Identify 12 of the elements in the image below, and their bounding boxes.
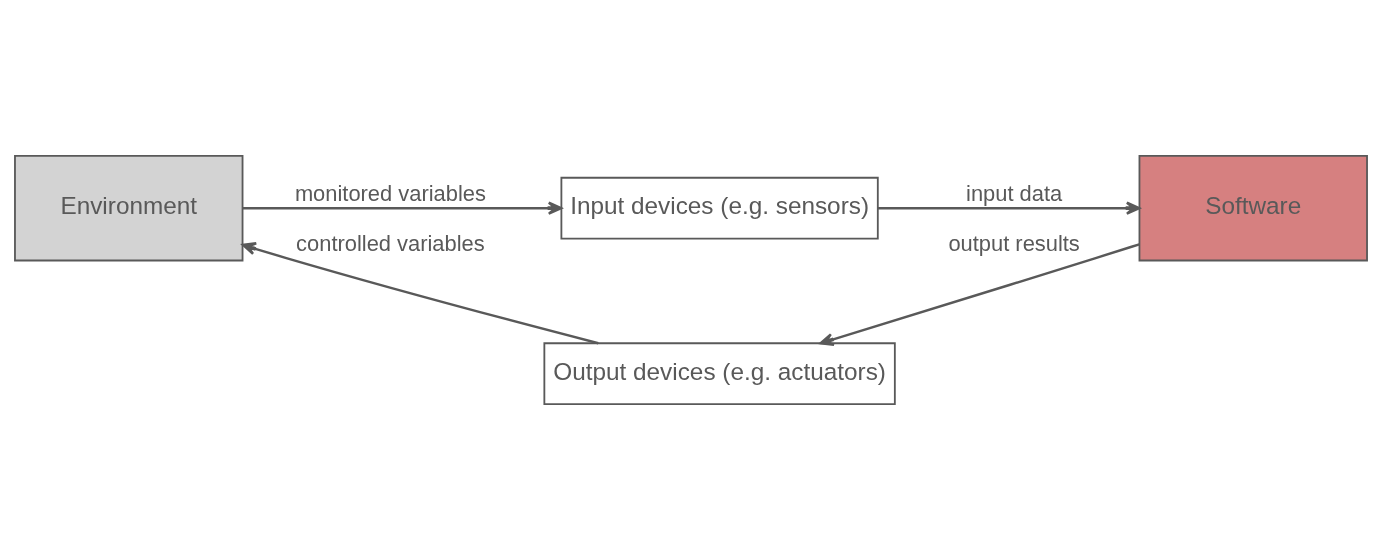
- edge-label: output results: [948, 230, 1080, 256]
- edge-label: monitored variables: [294, 180, 486, 206]
- node-box: Output devices (e.g. actuators): [543, 341, 896, 405]
- edge-label: input data: [966, 180, 1063, 206]
- arrow: [878, 201, 1141, 215]
- node-box: Software: [1138, 154, 1368, 261]
- arrow: [241, 241, 599, 344]
- edge-label: controlled variables: [296, 230, 485, 256]
- arrow: [819, 242, 1140, 346]
- arrow: [242, 201, 563, 215]
- node-box: Environment: [14, 154, 244, 261]
- node-box: Input devices (e.g. sensors): [560, 176, 879, 240]
